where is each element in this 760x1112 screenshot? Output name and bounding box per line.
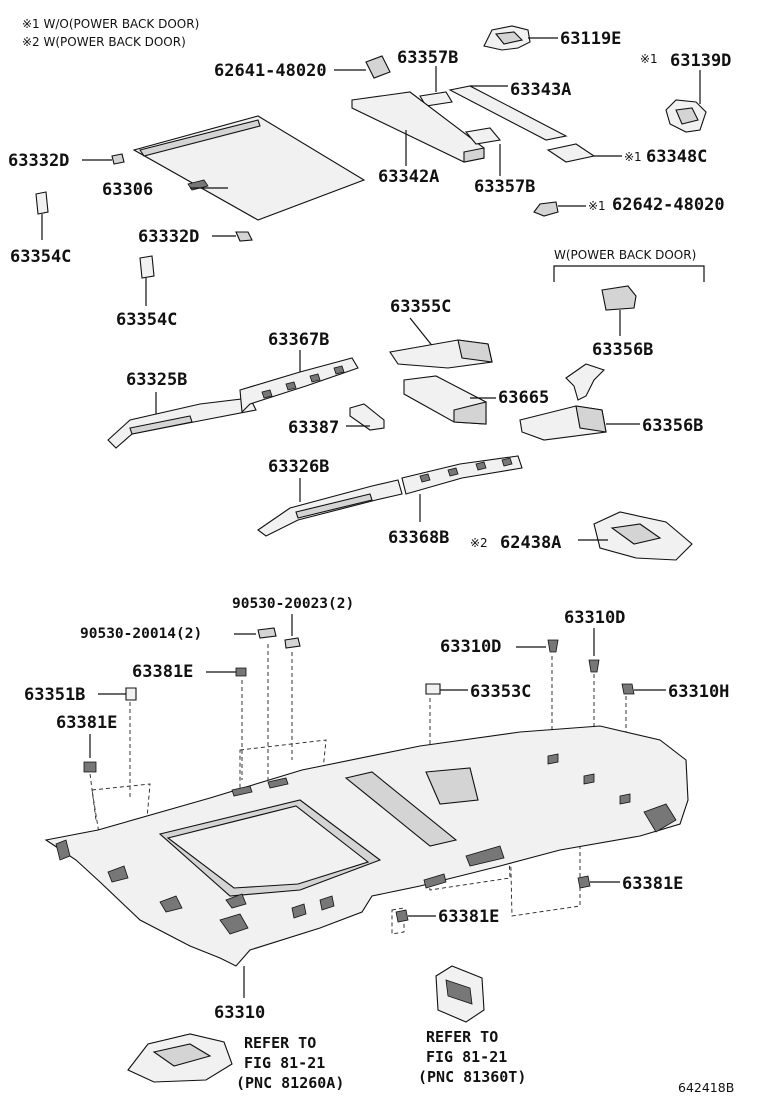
label-63387: 63387 xyxy=(288,418,339,438)
part-63357b-pad-lower xyxy=(464,127,502,145)
part-63387-spacer xyxy=(349,403,385,431)
part-62438a-cover xyxy=(593,511,693,561)
label-63326b: 63326B xyxy=(268,457,329,477)
label-63342a: 63342A xyxy=(378,167,439,187)
part-90530-20023-clip xyxy=(284,637,301,649)
part-63306-panel xyxy=(132,115,366,221)
label-63356b-lower: 63356B xyxy=(642,416,703,436)
label-63357b-top: 63357B xyxy=(397,48,458,68)
part-63353c-stopper xyxy=(425,683,441,695)
label-63381e-lower: 63381E xyxy=(438,907,499,927)
mark-62642: ※1 xyxy=(588,199,606,213)
label-63665: 63665 xyxy=(498,388,549,408)
part-63348c-pad xyxy=(546,143,596,163)
refer-left-line1: REFER TO xyxy=(244,1034,316,1052)
part-63326b-bracket xyxy=(257,479,403,537)
part-63310-headlining xyxy=(44,725,689,967)
refer-left-line2: FIG 81-21 xyxy=(244,1054,325,1072)
part-63351b-stopper xyxy=(125,687,137,701)
label-63367b: 63367B xyxy=(268,330,329,350)
label-63310h: 63310H xyxy=(668,682,729,702)
mark-63348c: ※1 xyxy=(624,150,642,164)
label-63354c-center: 63354C xyxy=(116,310,177,330)
refer-right-line2: FIG 81-21 xyxy=(426,1048,507,1066)
part-63368b-bracket xyxy=(401,455,523,495)
label-63332d-upper: 63332D xyxy=(8,151,69,171)
label-63368b: 63368B xyxy=(388,528,449,548)
part-81260a-map-lamp xyxy=(127,1033,233,1083)
label-63353c: 63353C xyxy=(470,682,531,702)
part-63355c-ventilator xyxy=(389,339,493,369)
label-63357b-lower: 63357B xyxy=(474,177,535,197)
label-63310d-right: 63310D xyxy=(564,608,625,628)
part-62641-pad xyxy=(365,55,391,79)
part-63381e-clip-right xyxy=(577,875,591,889)
part-63381e-clip-lower xyxy=(395,909,409,923)
part-63310h-clip xyxy=(621,683,635,695)
label-62438a: 62438A xyxy=(500,533,561,553)
label-63119e: 63119E xyxy=(560,29,621,49)
label-63310d-left: 63310D xyxy=(440,637,501,657)
refer-left-line3: (PNC 81260A) xyxy=(236,1074,344,1092)
part-63354c-stopper-center xyxy=(139,255,155,279)
part-63356b-upper xyxy=(601,285,637,311)
label-63325b: 63325B xyxy=(126,370,187,390)
refer-right-line1: REFER TO xyxy=(426,1028,498,1046)
part-63310d-clip-left xyxy=(547,639,559,653)
label-90530-20023: 90530-20023(2) xyxy=(232,596,354,612)
label-63310: 63310 xyxy=(214,1003,265,1023)
part-63367b-bracket xyxy=(239,357,359,414)
part-63356b-lower xyxy=(519,405,607,441)
part-63381e-clip-left xyxy=(83,761,97,773)
label-62642-48020: 62642-48020 xyxy=(612,195,725,215)
part-62642-pad xyxy=(533,201,559,217)
part-63310d-clip-right xyxy=(588,659,600,673)
part-63325b-bracket xyxy=(107,397,257,449)
label-63343a: 63343A xyxy=(510,80,571,100)
bracket-line xyxy=(553,265,705,282)
label-63348c: 63348C xyxy=(646,147,707,167)
label-63354c-left: 63354C xyxy=(10,247,71,267)
label-63381e-right: 63381E xyxy=(622,874,683,894)
part-63332d-clip-lower xyxy=(235,231,253,242)
mark-62438a: ※2 xyxy=(470,536,488,550)
part-63119e-bracket xyxy=(483,25,531,51)
part-81360t-room-lamp xyxy=(435,965,485,1023)
note-1: ※1 W/O(POWER BACK DOOR) xyxy=(22,17,199,31)
note-2: ※2 W(POWER BACK DOOR) xyxy=(22,35,186,49)
bracket-label: W(POWER BACK DOOR) xyxy=(554,248,696,262)
part-63665-ventilator xyxy=(403,375,487,425)
part-63354c-stopper-left xyxy=(35,191,49,215)
part-90530-20014-clip xyxy=(257,627,277,639)
part-63381e-clip-upper xyxy=(235,667,247,677)
label-63381e-upper: 63381E xyxy=(132,662,193,682)
part-63332d-clip-upper xyxy=(111,153,125,165)
label-63139d: 63139D xyxy=(670,51,731,71)
label-63351b: 63351B xyxy=(24,685,85,705)
part-63342a-bar xyxy=(351,91,485,163)
refer-right-line3: (PNC 81360T) xyxy=(418,1068,526,1086)
direction-arrow xyxy=(565,363,606,401)
label-63381e-left: 63381E xyxy=(56,713,117,733)
label-63355c: 63355C xyxy=(390,297,451,317)
label-62641-48020: 62641-48020 xyxy=(214,61,327,81)
part-63139d-bracket xyxy=(665,99,707,133)
mark-63139d: ※1 xyxy=(640,52,658,66)
label-90530-20014: 90530-20014(2) xyxy=(80,626,202,642)
part-63343a-bar xyxy=(448,85,568,141)
label-63306: 63306 xyxy=(102,180,153,200)
label-63356b-upper: 63356B xyxy=(592,340,653,360)
figure-id: 642418B xyxy=(678,1080,734,1095)
label-63332d-lower: 63332D xyxy=(138,227,199,247)
